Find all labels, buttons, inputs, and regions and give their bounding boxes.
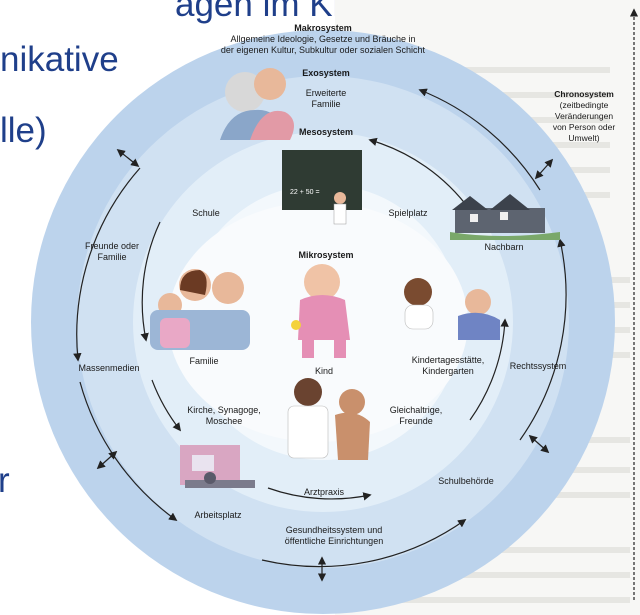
blackboard-text: 22 + 50 = xyxy=(290,189,320,196)
chronosystem-desc-3: von Person oder xyxy=(553,122,616,132)
mikrosystem-title: Mikrosystem xyxy=(298,250,353,260)
label-massenmedien: Massenmedien xyxy=(78,363,139,373)
chronosystem-desc-4: Umwelt) xyxy=(568,133,599,143)
label-freunde: Freunde xyxy=(399,416,433,426)
exosystem-item-1: Erweiterte xyxy=(306,88,347,98)
chronosystem-title: Chronosystem xyxy=(554,89,614,99)
doctor-illustration xyxy=(287,378,370,460)
chronosystem-desc-1: (zeitbedingte xyxy=(560,100,609,110)
inner-cycle-arrows xyxy=(140,137,509,501)
exosystem-title: Exosystem xyxy=(302,68,350,78)
chronosystem-desc-2: Veränderungen xyxy=(555,111,613,121)
label-oeffentliche-einrichtungen: öffentliche Einrichtungen xyxy=(285,536,383,546)
label-kindergarten: Kindergarten xyxy=(422,366,474,376)
label-moschee: Moschee xyxy=(206,416,243,426)
slide-text-line-4: r xyxy=(0,461,10,500)
label-kind: Kind xyxy=(315,366,333,376)
makrosystem-desc-1: Allgemeine Ideologie, Gesetze und Bräuch… xyxy=(230,34,415,44)
label-spielplatz: Spielplatz xyxy=(388,208,428,218)
mesosystem-title: Mesosystem xyxy=(299,127,353,137)
label-kindertagesstaette: Kindertagesstätte, xyxy=(412,355,485,365)
grandparents-illustration xyxy=(220,68,294,140)
makrosystem-title: Makrosystem xyxy=(294,23,352,33)
label-familie: Familie xyxy=(189,356,218,366)
label-gesundheitssystem: Gesundheitssystem und xyxy=(286,525,383,535)
label-kirche: Kirche, Synagoge, xyxy=(187,405,261,415)
label-nachbarn: Nachbarn xyxy=(484,242,523,252)
makrosystem-desc-2: der eigenen Kultur, Subkultur oder sozia… xyxy=(221,45,426,55)
exosystem-item-2: Familie xyxy=(311,99,340,109)
office-illustration xyxy=(180,445,255,488)
label-schule: Schule xyxy=(192,208,220,218)
radial-arrows xyxy=(96,148,554,582)
slide-text-line-3: lle) xyxy=(0,111,47,150)
label-arbeitsplatz: Arbeitsplatz xyxy=(194,510,242,520)
label-arztpraxis: Arztpraxis xyxy=(304,487,345,497)
label-rechtssystem: Rechtssystem xyxy=(510,361,567,371)
slide-text-line-1: agen im Kind xyxy=(175,0,380,24)
label-familie-outer: Familie xyxy=(97,252,126,262)
child-illustration xyxy=(291,264,350,358)
houses-illustration xyxy=(450,194,560,240)
label-schulbehoerde: Schulbehörde xyxy=(438,476,494,486)
babies-illustration xyxy=(404,278,500,340)
label-freunde-oder: Freunde oder xyxy=(85,241,139,251)
blackboard-illustration: 22 + 50 = xyxy=(282,150,362,225)
family-illustration xyxy=(150,269,250,350)
label-gleichaltrige: Gleichaltrige, xyxy=(390,405,443,415)
slide-text-line-2: nikative xyxy=(0,40,119,79)
